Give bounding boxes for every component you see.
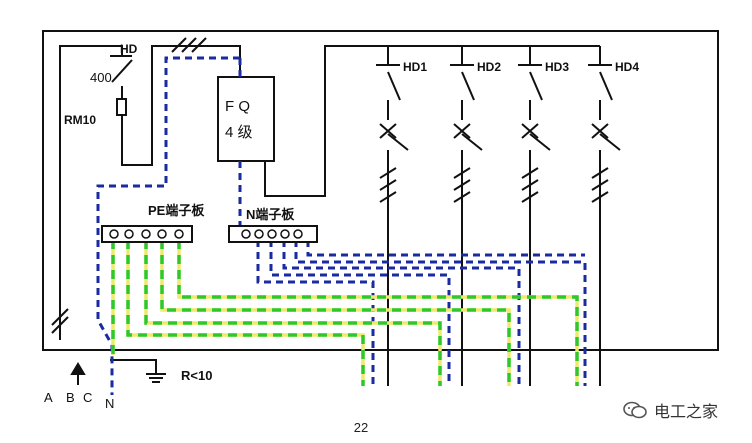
device-label-line2: 4 级 xyxy=(225,124,253,141)
enclosure-box xyxy=(42,30,719,351)
branch-breaker-hd3 xyxy=(521,71,551,386)
phase-a-label: A xyxy=(44,390,53,405)
branch-label-hd1: HD1 xyxy=(403,60,427,74)
page-number: 22 xyxy=(353,420,369,435)
phase-c-label: C xyxy=(83,390,92,405)
n-terminal-board xyxy=(228,225,318,243)
ground-resistance-label: R<10 xyxy=(181,368,212,383)
branch-label-hd4: HD4 xyxy=(615,60,639,74)
busbar-branches xyxy=(264,45,612,197)
fq-device-box xyxy=(217,76,275,162)
pe-conductors xyxy=(111,240,579,386)
incoming-feeder xyxy=(51,37,241,385)
pe-terminal-board xyxy=(101,225,193,243)
branch-breaker-hd1 xyxy=(379,71,409,386)
branch-breaker-hd4 xyxy=(591,71,621,386)
phase-b-label: B xyxy=(66,390,75,405)
branch-label-hd3: HD3 xyxy=(545,60,569,74)
watermark-text: 电工之家 xyxy=(654,402,719,421)
neutral-label: N xyxy=(105,396,114,411)
branch-label-hd2: HD2 xyxy=(477,60,501,74)
fuse-label: RM10 xyxy=(64,113,96,127)
chat-bubble-icon xyxy=(623,401,647,419)
n-board-label: N端子板 xyxy=(246,207,295,222)
rating-label: 400 xyxy=(90,70,112,85)
device-label-line1: F Q xyxy=(225,98,250,115)
hd-label: HD xyxy=(120,42,138,56)
watermark: 电工之家 xyxy=(622,398,718,422)
neutral-conductors xyxy=(96,56,587,395)
pe-board-label: PE端子板 xyxy=(148,203,205,218)
branch-breaker-hd2 xyxy=(453,71,483,386)
